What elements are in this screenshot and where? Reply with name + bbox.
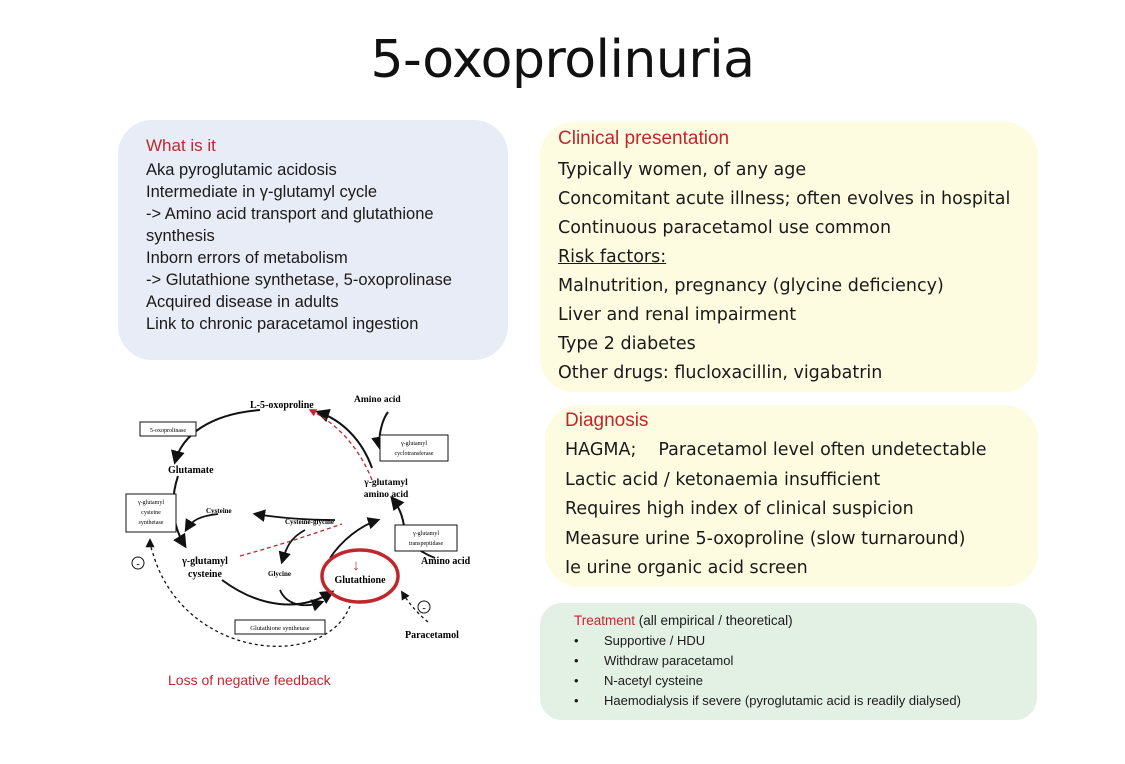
clinical-line: Typically women, of any age	[558, 160, 807, 180]
treatment-heading: Treatment	[574, 613, 636, 628]
hagma-label: HAGMA;	[565, 440, 637, 460]
risk-factors-heading: Risk factors:	[558, 247, 667, 267]
diagnosis-line: Ie urine organic acid screen	[565, 558, 808, 578]
cyclotransferase-box	[379, 434, 449, 462]
bullet-icon: •	[574, 693, 579, 708]
treatment-item-text: Haemodialysis if severe (pyroglutamic ac…	[604, 693, 961, 708]
label-transpeptidase-2: transpeptidase	[409, 541, 444, 547]
arrow-cysteine-in	[184, 513, 219, 533]
label-gcs-3: synthetase	[139, 520, 164, 526]
arrow-to-cysteine	[252, 509, 336, 522]
risk-factor-line: Other drugs: flucloxacillin, vigabatrin	[558, 363, 883, 383]
treatment-item-text: Withdraw paracetamol	[604, 653, 734, 668]
diagnosis-heading: Diagnosis	[565, 410, 649, 431]
what-line: Intermediate in γ-glutamyl cycle	[146, 183, 378, 201]
bullet-icon: •	[574, 653, 579, 668]
down-arrow-icon: ↓	[352, 558, 360, 574]
risk-factor-line: Malnutrition, pregnancy (glycine deficie…	[558, 276, 944, 296]
treatment-item-text: Supportive / HDU	[604, 633, 706, 648]
what-line: -> Glutathione synthetase, 5-oxoprolinas…	[146, 271, 452, 289]
what-line: Acquired disease in adults	[146, 293, 339, 311]
minus-sign: -	[136, 559, 139, 570]
minus-sign: -	[422, 603, 425, 614]
red-dashed-arrow-oxoproline	[308, 409, 373, 481]
glutathione-synthetase-box	[234, 619, 326, 635]
gcs-box	[125, 493, 177, 533]
oxoprolinase-box	[139, 421, 197, 437]
what-line: -> Amino acid transport and glutathione …	[146, 205, 434, 245]
what-line: Link to chronic paracetamol ingestion	[146, 315, 419, 333]
treatment-heading-row: Treatment (all empirical / theoretical)	[574, 613, 1037, 628]
label-gg-cysteine-2: cysteine	[188, 569, 222, 580]
label-glutamate: Glutamate	[168, 465, 214, 476]
risk-factor-line: Type 2 diabetes	[558, 334, 696, 354]
what-line: Inborn errors of metabolism	[146, 249, 348, 267]
treatment-item: • N-acetyl cysteine	[574, 671, 1037, 691]
dashed-paracetamol-arrow	[401, 590, 429, 623]
transpeptidase-box	[394, 524, 458, 552]
label-cyclotransferase-1: γ-glutamyl	[400, 441, 427, 447]
label-loss-of-negative-feedback: Loss of negative feedback	[168, 672, 332, 688]
diagnosis-line: Measure urine 5-oxoproline (slow turnaro…	[565, 528, 966, 549]
glutathione-highlight-circle	[320, 548, 400, 604]
diagnosis-panel: Diagnosis HAGMA; Paracetamol level often …	[545, 405, 1038, 587]
treatment-item: • Supportive / HDU	[574, 631, 1037, 651]
label-cysteine: Cysteine	[206, 507, 232, 515]
arrow-oxoproline-to-glutamate	[171, 409, 261, 465]
arrow-to-glycine	[278, 529, 306, 565]
risk-factor-line: Liver and renal impairment	[558, 305, 797, 325]
label-glutathione: Glutathione	[334, 575, 386, 586]
what-is-it-heading: What is it	[146, 136, 216, 155]
arrow-gg-cysteine-to-glutathione	[221, 579, 335, 606]
slide-title: 5-oxoprolinuria	[370, 30, 755, 90]
treatment-panel: Treatment (all empirical / theoretical) …	[540, 603, 1037, 720]
red-dashed-line	[239, 523, 343, 557]
bullet-icon: •	[574, 673, 579, 688]
label-oxoproline: L-5-oxoproline	[250, 400, 314, 411]
label-cysteine-glycine: Cysteine-glycine	[285, 518, 334, 526]
treatment-list: •Supportive / HDU •Withdraw paracetamol …	[574, 631, 1037, 711]
treatment-item: • Withdraw paracetamol	[574, 651, 1037, 671]
label-gcs-1: γ-glutamyl	[137, 500, 164, 506]
treatment-item-text: N-acetyl cysteine	[604, 673, 703, 688]
diagnosis-line: Requires high index of clinical suspicio…	[565, 499, 914, 519]
clinical-heading: Clinical presentation	[558, 128, 730, 149]
diagnosis-line: Lactic acid / ketonaemia insufficient	[565, 469, 881, 490]
dashed-feedback-arrow	[145, 538, 351, 647]
bullet-icon: •	[574, 633, 579, 648]
label-gg-amino-2: amino acid	[364, 490, 409, 500]
clinical-line: Continuous paracetamol use common	[558, 218, 892, 238]
minus-circle-icon	[417, 600, 431, 614]
arrow-to-cysteine-glycine	[329, 517, 381, 559]
paracetamol-level-text: Paracetamol level often undetectable	[658, 440, 987, 460]
clinical-presentation-panel: Clinical presentation Typically women, o…	[540, 122, 1038, 392]
label-gg-cysteine-1: γ-glutamyl	[181, 556, 228, 567]
label-glycine: Glycine	[268, 570, 291, 578]
label-gcs-2: cysteine	[141, 510, 161, 516]
what-line: Aka pyroglutamic acidosis	[146, 161, 337, 179]
label-cyclotransferase-2: cyclotransferase	[395, 450, 434, 457]
what-is-it-panel: What is it Aka pyroglutamic acidosis Int…	[118, 120, 508, 360]
treatment-item: • Haemodialysis if severe (pyroglutamic a…	[574, 691, 1037, 711]
label-amino-acid-right: Amino acid	[421, 556, 471, 567]
diagnosis-line: HAGMA; Paracetamol level often undetectab…	[565, 436, 1038, 466]
arrow-glycine-in	[279, 589, 325, 612]
clinical-line: Concomitant acute illness; often evolves…	[558, 189, 1011, 209]
label-transpeptidase-1: γ-glutamyl	[412, 531, 439, 537]
label-oxoprolinase: 5-oxoprolinase	[150, 428, 186, 434]
treatment-note: (all empirical / theoretical)	[635, 613, 793, 628]
arrow-gg-amino-to-oxoproline	[315, 408, 373, 469]
minus-circle-icon	[131, 556, 145, 570]
label-amino-acid-top: Amino acid	[354, 395, 401, 405]
label-glutathione-synthetase: Glutathione synthetase	[250, 625, 310, 632]
gamma-glutamyl-cycle-diagram: L-5-oxoproline Amino acid 5-oxoprolinase…	[125, 395, 471, 688]
label-paracetamol: Paracetamol	[405, 630, 459, 641]
label-gg-amino-1: γ-glutamyl	[363, 478, 408, 488]
